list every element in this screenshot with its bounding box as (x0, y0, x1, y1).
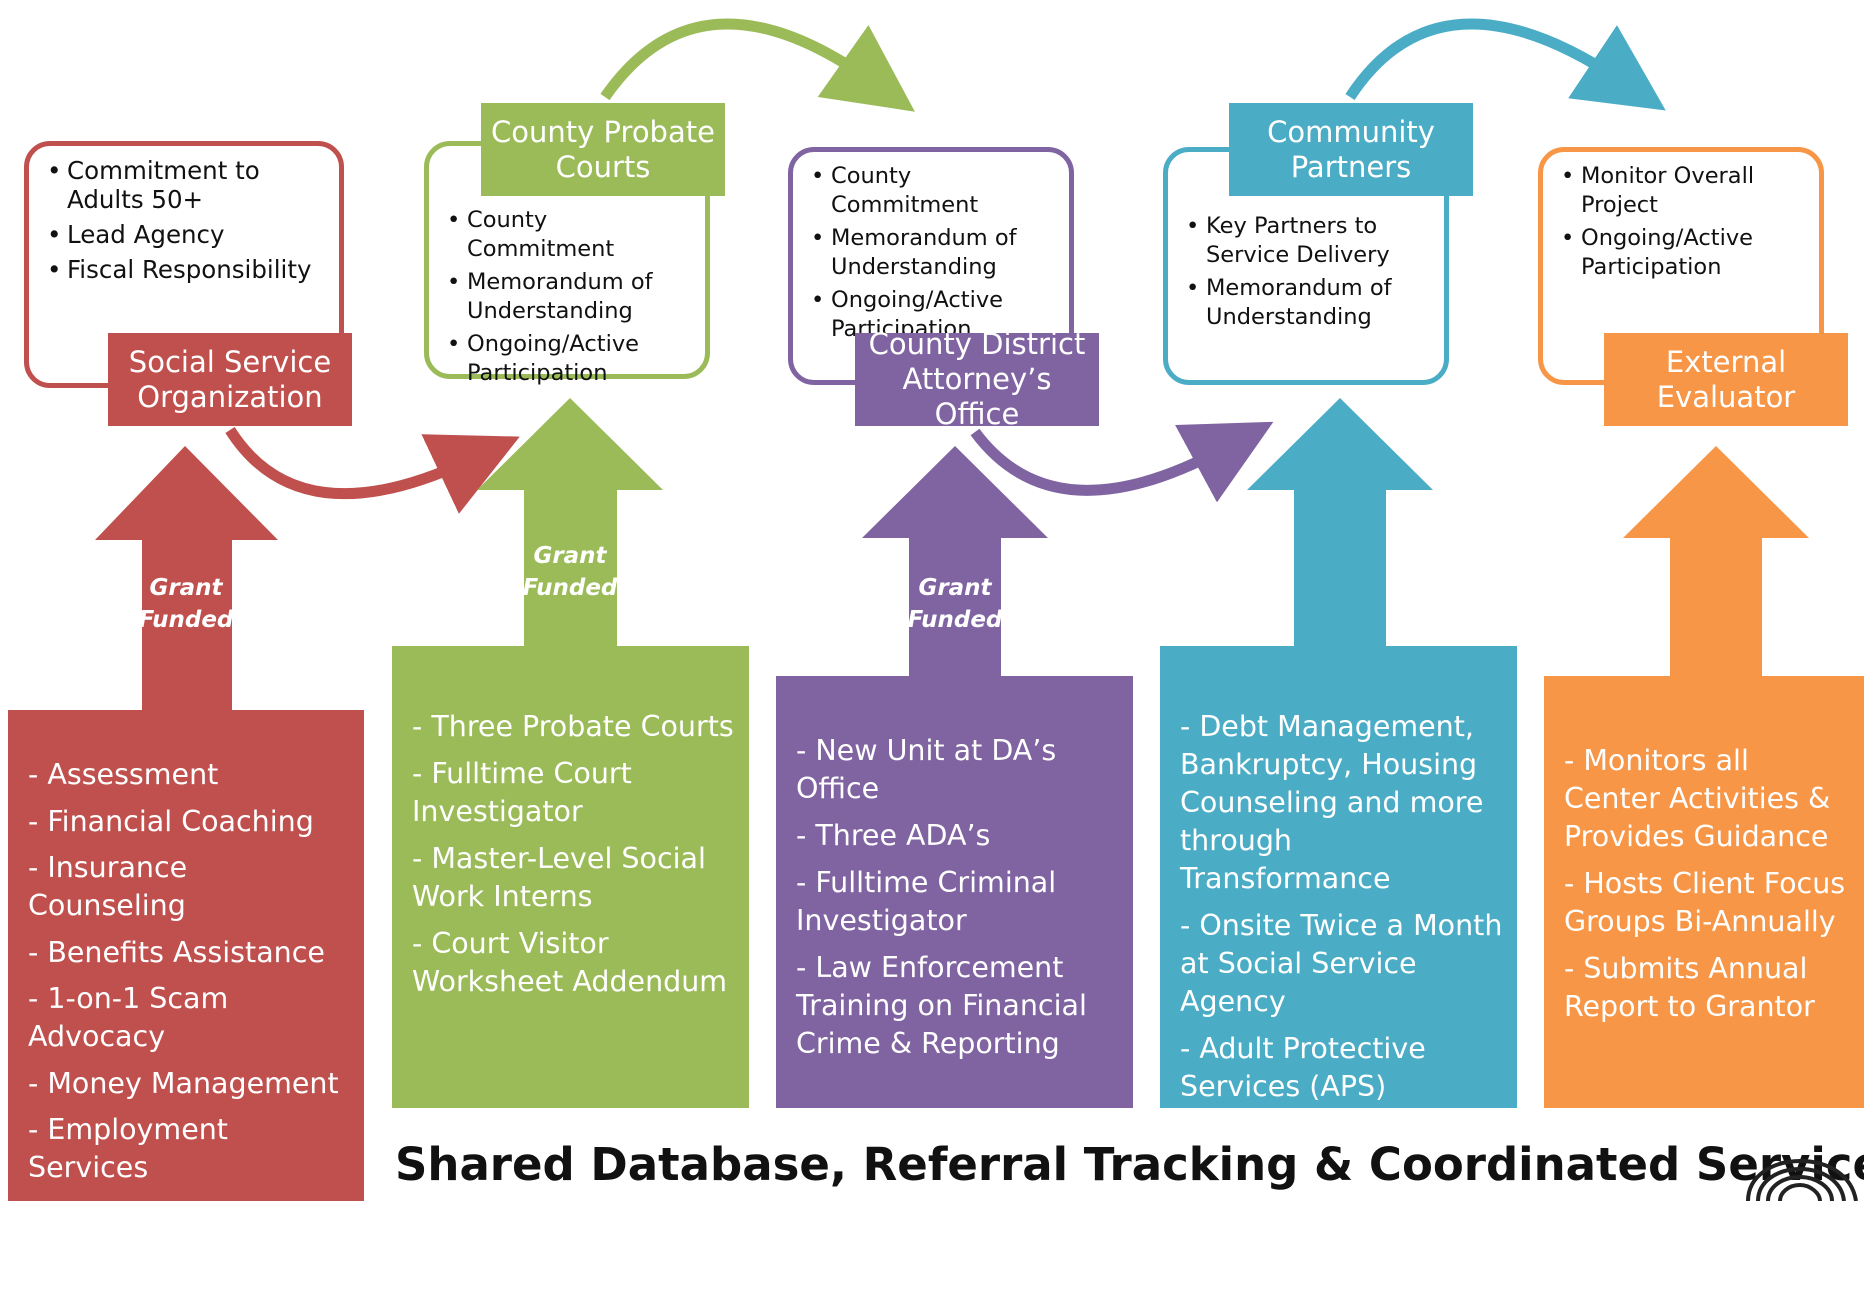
bullet-item: Ongoing/Active Participation (441, 330, 693, 388)
card-bullets: County Commitment Memorandum of Understa… (441, 206, 693, 388)
bullet-item: Fiscal Responsibility (41, 255, 327, 284)
service-list: - New Unit at DA’s Office - Three ADA’s … (796, 732, 1121, 1063)
curved-arrow-green (600, 18, 915, 112)
panel-bg-blue (1160, 646, 1517, 1108)
bullet-item: Commitment to Adults 50+ (41, 156, 327, 214)
tag-line: Courts (555, 149, 651, 184)
panel-probate-courts: - Three Probate Courts - Fulltime Court … (392, 708, 749, 1010)
bullet-item: County Commitment (805, 162, 1057, 220)
panel-bg-purple (776, 676, 1133, 1108)
tag-line: Community (1267, 114, 1435, 149)
service-list: - Three Probate Courts - Fulltime Court … (412, 708, 737, 1001)
funded-word: Funded (138, 607, 234, 633)
bullet-item: Memorandum of Understanding (1180, 274, 1432, 332)
service-item: - Three ADA’s (796, 819, 991, 852)
service-item: - Onsite Twice a Month at Social Service… (1180, 909, 1503, 1018)
funded-word: Funded (907, 607, 1003, 633)
service-item: - Money Management (28, 1066, 339, 1100)
service-list: - Monitors all Center Activities & Provi… (1564, 742, 1852, 1026)
card-bullets: Commitment to Adults 50+ Lead Agency Fis… (41, 156, 327, 284)
bullet-item: Memorandum of Understanding (441, 268, 693, 326)
curved-arrow-red (225, 427, 520, 514)
up-arrow-red (95, 446, 278, 712)
tag-line: County District (868, 327, 1086, 361)
bullet-item: Monitor Overall Project (1555, 162, 1807, 220)
service-item: - Master-Level Social Work Interns (412, 842, 706, 913)
bullet-item: Key Partners to Service Delivery (1180, 212, 1432, 270)
panel-bg-red (8, 710, 364, 1201)
up-arrow-purple (862, 446, 1048, 679)
service-item: - Submits Annual Report to Grantor (1564, 952, 1815, 1023)
service-item: - Three Probate Courts (412, 710, 734, 743)
bullet-item: Lead Agency (41, 220, 327, 249)
service-item: - Fulltime Court Investigator (412, 757, 632, 828)
curved-arrow-blue (1345, 18, 1666, 111)
up-arrow-blue (1247, 398, 1433, 650)
tag-line: County Probate (491, 114, 715, 149)
card-bullets: Monitor Overall Project Ongoing/Active P… (1555, 162, 1807, 282)
service-item: - Fulltime Criminal Investigator (796, 866, 1057, 937)
panel-bg-orange (1544, 676, 1864, 1108)
panel-bg-green (392, 646, 749, 1108)
service-item: - 1-on-1 Scam Advocacy (28, 982, 229, 1053)
tag-line: Organization (137, 379, 323, 414)
funded-word: Funded (522, 575, 618, 601)
spiral-logo-icon (1746, 1158, 1858, 1201)
panel-district-attorney: - New Unit at DA’s Office - Three ADA’s … (776, 732, 1133, 1072)
tag-line: External (1665, 344, 1787, 379)
service-item: - Hosts Client Focus Groups Bi-Annually (1564, 867, 1846, 938)
service-list: - Assessment - Financial Coaching - Insu… (28, 756, 352, 1280)
service-list: - Debt Management, Bankruptcy, Housing C… (1180, 708, 1505, 1106)
tag-line: Partners (1290, 149, 1412, 184)
connector-arrows (8, 18, 1864, 1201)
card-external-evaluator: Monitor Overall Project Ongoing/Active P… (1538, 147, 1824, 385)
bullet-item: County Commitment (441, 206, 693, 264)
up-arrow-green (477, 398, 663, 650)
card-bullets: County Commitment Memorandum of Understa… (805, 162, 1057, 344)
service-item: - Financial Coaching (28, 804, 314, 838)
grant-word: Grant (533, 543, 607, 569)
up-arrow-orange (1623, 446, 1809, 679)
panel-external-evaluator: - Monitors all Center Activities & Provi… (1544, 742, 1864, 1035)
service-item: - Monitors all Center Activities & Provi… (1564, 744, 1831, 853)
bullet-item: Ongoing/Active Participation (1555, 224, 1807, 282)
panel-community-partners: - Debt Management, Bankruptcy, Housing C… (1160, 708, 1517, 1115)
curved-arrow-purple (970, 421, 1274, 503)
service-item: - Benefits Assistance (28, 935, 325, 969)
bullet-item: Memorandum of Understanding (805, 224, 1057, 282)
footer-title: Shared Database, Referral Tracking & Coo… (395, 1138, 1864, 1191)
tag-line: Evaluator (1656, 379, 1796, 414)
tag-line: Attorney’s Office (902, 362, 1052, 431)
service-item: - Community Training (28, 1244, 334, 1277)
tag-line: Social Service (128, 344, 332, 379)
service-item: - Financial Education (28, 1197, 324, 1231)
service-item: - Law Enforcement Training on Financial … (796, 951, 1087, 1060)
card-bullets: Key Partners to Service Delivery Memoran… (1180, 212, 1432, 332)
service-item: - Employment Services (28, 1113, 228, 1184)
service-item: - Assessment (28, 758, 219, 791)
service-item: - Adult Protective Services (APS) (1180, 1032, 1426, 1103)
service-item: - Insurance Counseling (28, 851, 188, 922)
panel-social-service: - Assessment - Financial Coaching - Insu… (8, 756, 364, 1289)
grant-word: Grant (149, 575, 223, 601)
service-item: - Court Visitor Worksheet Addendum (412, 927, 728, 998)
grant-word: Grant (918, 575, 992, 601)
service-item: - Debt Management, Bankruptcy, Housing C… (1180, 710, 1484, 895)
service-item: - New Unit at DA’s Office (796, 734, 1057, 805)
